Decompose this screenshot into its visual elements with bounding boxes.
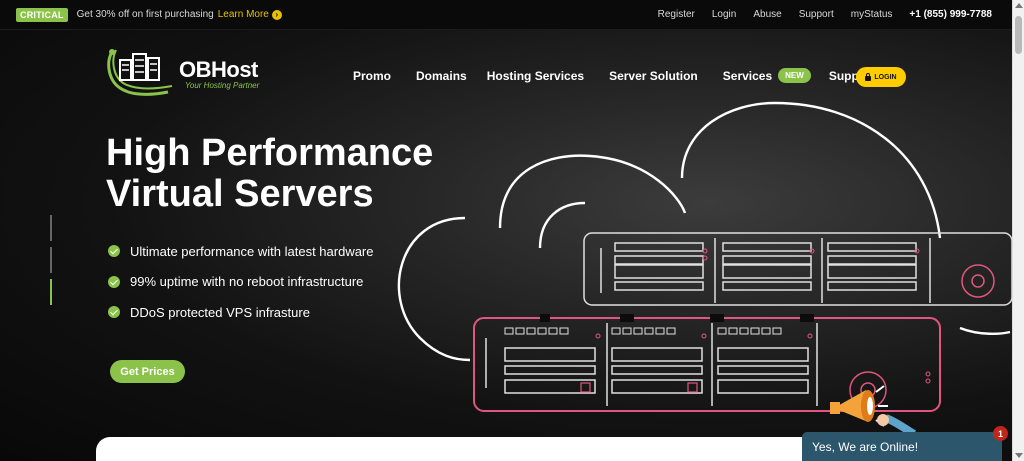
abuse-link[interactable]: Abuse — [753, 9, 782, 20]
slide-indicator[interactable] — [50, 247, 52, 273]
slide-indicator-active[interactable] — [50, 279, 52, 305]
phone-number[interactable]: +1 (855) 999-7788 — [909, 9, 992, 20]
login-label: LOGIN — [874, 73, 897, 81]
support-link[interactable]: Support — [798, 9, 834, 20]
top-bar: CRITICAL Get 30% off on first purchasing… — [0, 0, 1012, 30]
page-scrollbar[interactable] — [1012, 0, 1024, 461]
learn-more-link[interactable]: Learn More › — [218, 9, 282, 20]
chat-unread-badge: 1 — [993, 426, 1008, 441]
get-prices-button[interactable]: Get Prices — [110, 360, 185, 383]
top-links: Register Login Abuse Support myStatus +1… — [658, 9, 992, 20]
nav-services[interactable]: Services NEW — [723, 68, 811, 83]
server-logo-icon — [107, 49, 173, 96]
server-illustration — [397, 101, 1012, 412]
content-card — [96, 437, 816, 461]
learn-more-label: Learn More — [217, 9, 269, 20]
feature-item: 99% uptime with no reboot infrastructure — [108, 267, 374, 298]
slide-indicator[interactable] — [50, 215, 52, 241]
feature-text: 99% uptime with no reboot infrastructure — [130, 274, 364, 290]
slider-indicators — [50, 215, 52, 305]
logo-name: OBHost — [179, 56, 258, 82]
chat-widget[interactable]: Yes, We are Online! 1 — [802, 426, 1008, 461]
nav-hosting-services[interactable]: Hosting Services — [486, 68, 585, 83]
new-badge: NEW — [778, 68, 811, 83]
register-link[interactable]: Register — [657, 9, 695, 20]
hero-headline: High Performance Virtual Servers — [106, 133, 433, 215]
feature-list: Ultimate performance with latest hardwar… — [108, 236, 374, 328]
headline-line-1: High Performance — [106, 132, 434, 174]
scroll-down-icon[interactable] — [1015, 453, 1023, 458]
nav-services-label: Services — [722, 68, 773, 83]
feature-text: Ultimate performance with latest hardwar… — [130, 243, 374, 259]
nav-promo[interactable]: Promo — [353, 68, 392, 83]
feature-text: DDoS protected VPS infrasture — [130, 304, 310, 320]
check-icon — [108, 306, 120, 319]
mystatus-link[interactable]: myStatus — [850, 9, 893, 20]
feature-item: Ultimate performance with latest hardwar… — [108, 236, 374, 267]
critical-badge: CRITICAL — [16, 7, 68, 22]
headline-line-2: Virtual Servers — [106, 173, 374, 215]
check-icon — [108, 275, 120, 288]
chat-label: Yes, We are Online! — [812, 439, 919, 454]
promo-text: Get 30% off on first purchasing — [76, 9, 214, 20]
chat-megaphone-icon[interactable] — [826, 360, 916, 435]
hero-section: OBHost Your Hosting Partner Promo Domain… — [0, 30, 1012, 461]
feature-item: DDoS protected VPS infrasture — [108, 297, 374, 328]
nav-server-solution[interactable]: Server Solution — [609, 68, 698, 83]
check-icon — [108, 245, 120, 258]
logo-tagline: Your Hosting Partner — [185, 80, 260, 90]
scroll-up-icon[interactable] — [1015, 3, 1023, 8]
arrow-right-icon: › — [271, 9, 282, 20]
nav-domains[interactable]: Domains — [416, 68, 467, 83]
logo[interactable]: OBHost Your Hosting Partner — [106, 48, 259, 100]
login-button[interactable]: LOGIN — [856, 67, 906, 87]
lock-icon — [865, 72, 872, 81]
scrollbar-thumb[interactable] — [1015, 16, 1022, 54]
login-link[interactable]: Login — [711, 9, 737, 20]
main-nav: Promo Domains Hosting Services Server So… — [353, 68, 875, 83]
